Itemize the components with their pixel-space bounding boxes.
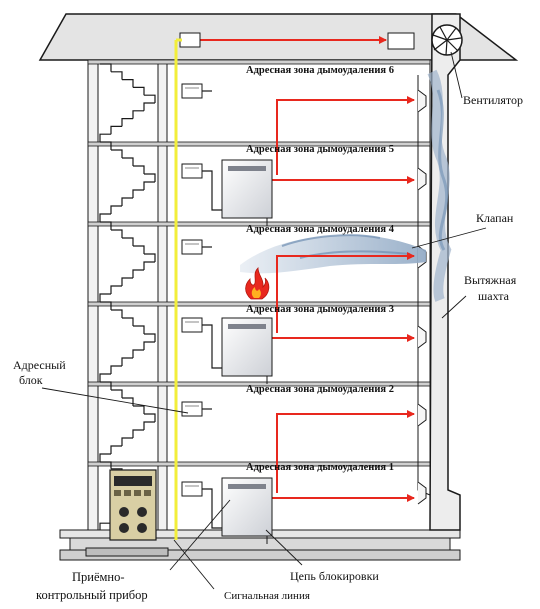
entrance-step: [85, 547, 169, 557]
exhaust-arrow: [276, 96, 415, 175]
exhaust-arrows: [200, 36, 415, 502]
zone-label: Адресная зона дымоудаления 2: [246, 384, 394, 395]
floor-slab: [87, 301, 431, 307]
exhaust-shaft: [417, 13, 461, 531]
blocking-circuit-label: Цепь блокировки: [290, 569, 379, 583]
floor-slabs: [87, 59, 431, 467]
floor-slab: [87, 141, 431, 147]
zone-label: Адресная зона дымоудаления 3: [246, 304, 394, 315]
address-block-icon: [181, 239, 203, 255]
address-block-icon: [181, 481, 203, 497]
address-block-icon: [181, 317, 203, 333]
stair-flight: [99, 221, 156, 302]
valve-icon: [417, 325, 427, 349]
floor-slab: [87, 59, 431, 65]
valve-icon: [417, 89, 427, 113]
zone-label: Адресная зона дымоудаления 6: [246, 65, 394, 76]
blocking-wire: [202, 170, 222, 211]
leader-lines: [41, 51, 487, 590]
valve-icon: [417, 481, 427, 505]
floor-slab: [87, 221, 431, 227]
valve-icon: [417, 403, 427, 427]
stair-flight: [99, 63, 156, 142]
valve-label: Клапан: [476, 211, 514, 225]
fan-label: Вентилятор: [463, 93, 523, 107]
control-panel-label-line2: контрольный прибор: [36, 588, 148, 602]
blocking-wire: [202, 324, 222, 369]
exhaust-arrow: [276, 410, 415, 493]
exhaust-arrow: [276, 252, 415, 333]
valve-icon: [417, 167, 427, 191]
address-block-icon: [181, 401, 203, 417]
zone-label: Адресная зона дымоудаления 1: [246, 462, 394, 473]
valves: [417, 89, 427, 505]
signal-line: [174, 38, 182, 540]
control-panel-label-line1: Приёмно-: [72, 570, 125, 584]
address-block-label-line1: Адресный: [13, 358, 66, 372]
shaft-label-line1: Вытяжная: [464, 273, 517, 287]
zone-label: Адресная зона дымоудаления 5: [246, 144, 394, 155]
shaft-smoke: [427, 69, 452, 302]
address-block-icon: [181, 83, 203, 99]
fan-icon: [431, 24, 463, 56]
fan-control-box: [387, 32, 415, 50]
staircase: [99, 63, 156, 530]
address-block-label-line2: блок: [19, 373, 43, 387]
stair-inner-wall: [157, 59, 168, 531]
zone-labels: Адресная зона дымоудаления 6 Адресная зон…: [246, 65, 395, 473]
left-wall: [87, 59, 99, 531]
blocking-wire: [202, 488, 222, 529]
signal-line-label: Сигнальная линия: [224, 590, 310, 602]
smoke-cloud: [240, 234, 426, 274]
fire-icon: [245, 267, 270, 300]
address-block-icon: [181, 163, 203, 179]
shaft-right-outline: [417, 75, 431, 496]
zone-label: Адресная зона дымоудаления 4: [246, 224, 395, 235]
address-block-icon: [179, 32, 201, 48]
stair-flight: [99, 141, 156, 222]
shaft-label-line2: шахта: [478, 289, 510, 303]
devices: [179, 32, 273, 537]
control-panel-icon: [109, 469, 157, 541]
stair-flight: [99, 301, 156, 382]
stair-flight: [99, 381, 156, 462]
